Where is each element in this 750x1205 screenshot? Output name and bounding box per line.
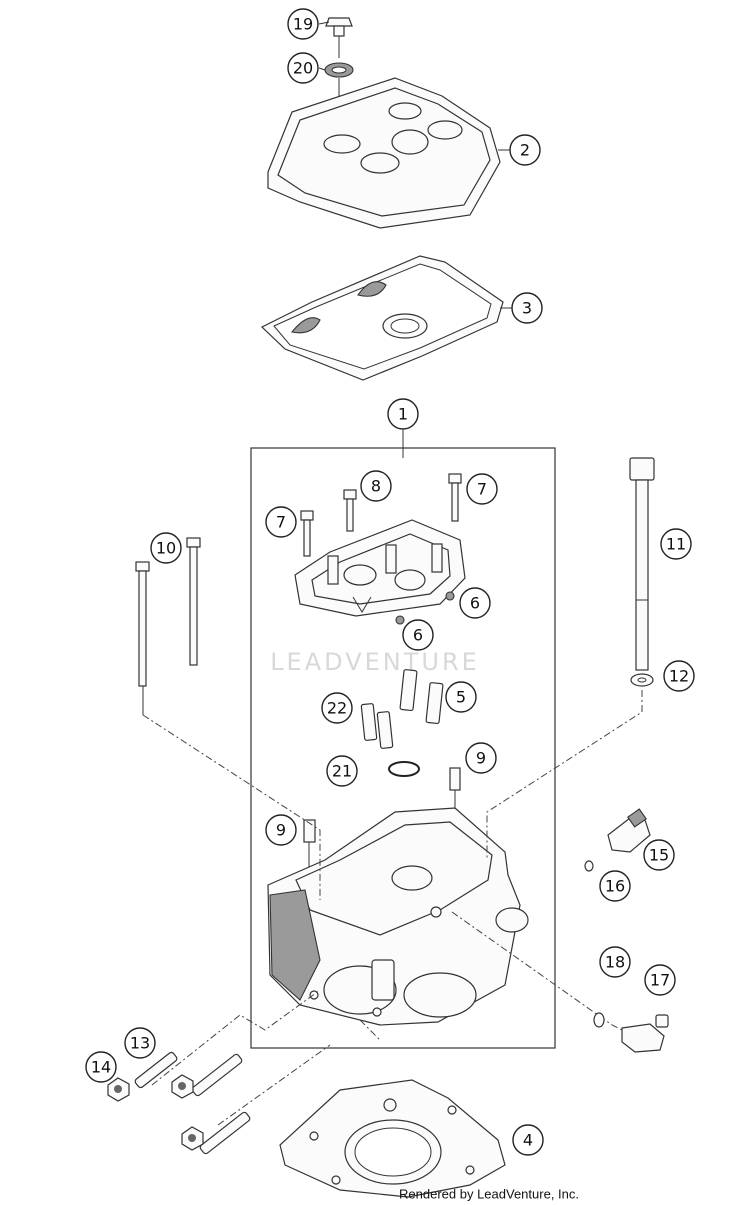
part-7-bolt-right	[448, 473, 462, 522]
part-16-o-ring	[584, 860, 594, 872]
part-10-head-bolts	[135, 537, 201, 715]
svg-text:8: 8	[371, 477, 381, 496]
callout-3: 3	[511, 292, 543, 324]
callout-17: 17	[644, 964, 676, 996]
svg-text:5: 5	[456, 688, 466, 707]
callout-18: 18	[599, 946, 631, 978]
svg-text:4: 4	[523, 1131, 533, 1150]
callout-16: 16	[599, 870, 631, 902]
alignment-lines	[142, 690, 643, 1126]
svg-text:7: 7	[477, 480, 487, 499]
part-6-dowel-upper	[445, 591, 455, 601]
callout-8: 8	[360, 470, 392, 502]
part-3-valve-cover-gasket	[260, 255, 504, 381]
svg-text:6: 6	[470, 594, 480, 613]
svg-text:20: 20	[293, 59, 313, 78]
svg-text:1: 1	[398, 405, 408, 424]
callout-13: 13	[124, 1027, 156, 1059]
callout-5: 5	[445, 681, 477, 713]
part-8-bolt	[343, 489, 357, 532]
callout-6-lower: 6	[402, 619, 434, 651]
callout-7-right: 7	[466, 473, 498, 505]
svg-text:22: 22	[327, 699, 347, 718]
svg-text:2: 2	[520, 141, 530, 160]
svg-text:21: 21	[332, 762, 352, 781]
svg-text:19: 19	[293, 15, 313, 34]
part-22-valve-lifters	[360, 703, 394, 749]
callout-9-right: 9	[465, 742, 497, 774]
svg-text:6: 6	[413, 626, 423, 645]
callout-6-upper: 6	[459, 587, 491, 619]
svg-text:17: 17	[650, 971, 670, 990]
callout-10: 10	[150, 532, 182, 564]
part-5-valve-lifters	[399, 669, 444, 725]
part-14-nuts	[107, 1074, 204, 1151]
callout-9-left: 9	[265, 814, 297, 846]
callout-21: 21	[326, 755, 358, 787]
part-6-dowel-lower	[395, 615, 405, 625]
part-19-screw	[325, 17, 353, 58]
part-15-sensor	[607, 808, 651, 853]
svg-text:14: 14	[91, 1058, 111, 1077]
svg-text:18: 18	[605, 953, 625, 972]
callout-7-left: 7	[265, 506, 297, 538]
svg-text:9: 9	[276, 821, 286, 840]
camshaft-carrier	[294, 519, 466, 617]
part-21-o-ring	[388, 761, 420, 777]
callout-1: 1	[387, 398, 419, 430]
svg-text:15: 15	[649, 846, 669, 865]
part-18-washer	[593, 1012, 605, 1028]
part-13-studs	[134, 1051, 251, 1155]
part-2-valve-cover	[267, 77, 501, 229]
part-11-long-bolt	[629, 457, 655, 671]
svg-text:3: 3	[522, 299, 532, 318]
part-4-head-gasket	[279, 1079, 506, 1198]
cylinder-head	[267, 807, 529, 1026]
callout-15: 15	[643, 839, 675, 871]
svg-text:7: 7	[276, 513, 286, 532]
part-12-washer	[630, 673, 654, 687]
part-7-bolt-left	[300, 510, 314, 557]
callout-22: 22	[321, 692, 353, 724]
svg-text:10: 10	[156, 539, 176, 558]
svg-text:9: 9	[476, 749, 486, 768]
callout-20: 20	[287, 52, 319, 84]
watermark: LEADVENTURE	[270, 648, 480, 676]
svg-text:13: 13	[130, 1034, 150, 1053]
svg-text:12: 12	[669, 667, 689, 686]
part-17-temperature-sensor	[621, 1014, 669, 1053]
svg-text:16: 16	[605, 877, 625, 896]
footer-credit: Rendered by LeadVenture, Inc.	[399, 1187, 579, 1202]
callout-14: 14	[85, 1051, 117, 1083]
callout-11: 11	[660, 528, 692, 560]
callout-12: 12	[663, 660, 695, 692]
svg-text:11: 11	[666, 535, 686, 554]
callout-19: 19	[287, 8, 319, 40]
callout-2: 2	[509, 134, 541, 166]
callout-leader-lines	[318, 21, 512, 448]
callout-4: 4	[512, 1124, 544, 1156]
